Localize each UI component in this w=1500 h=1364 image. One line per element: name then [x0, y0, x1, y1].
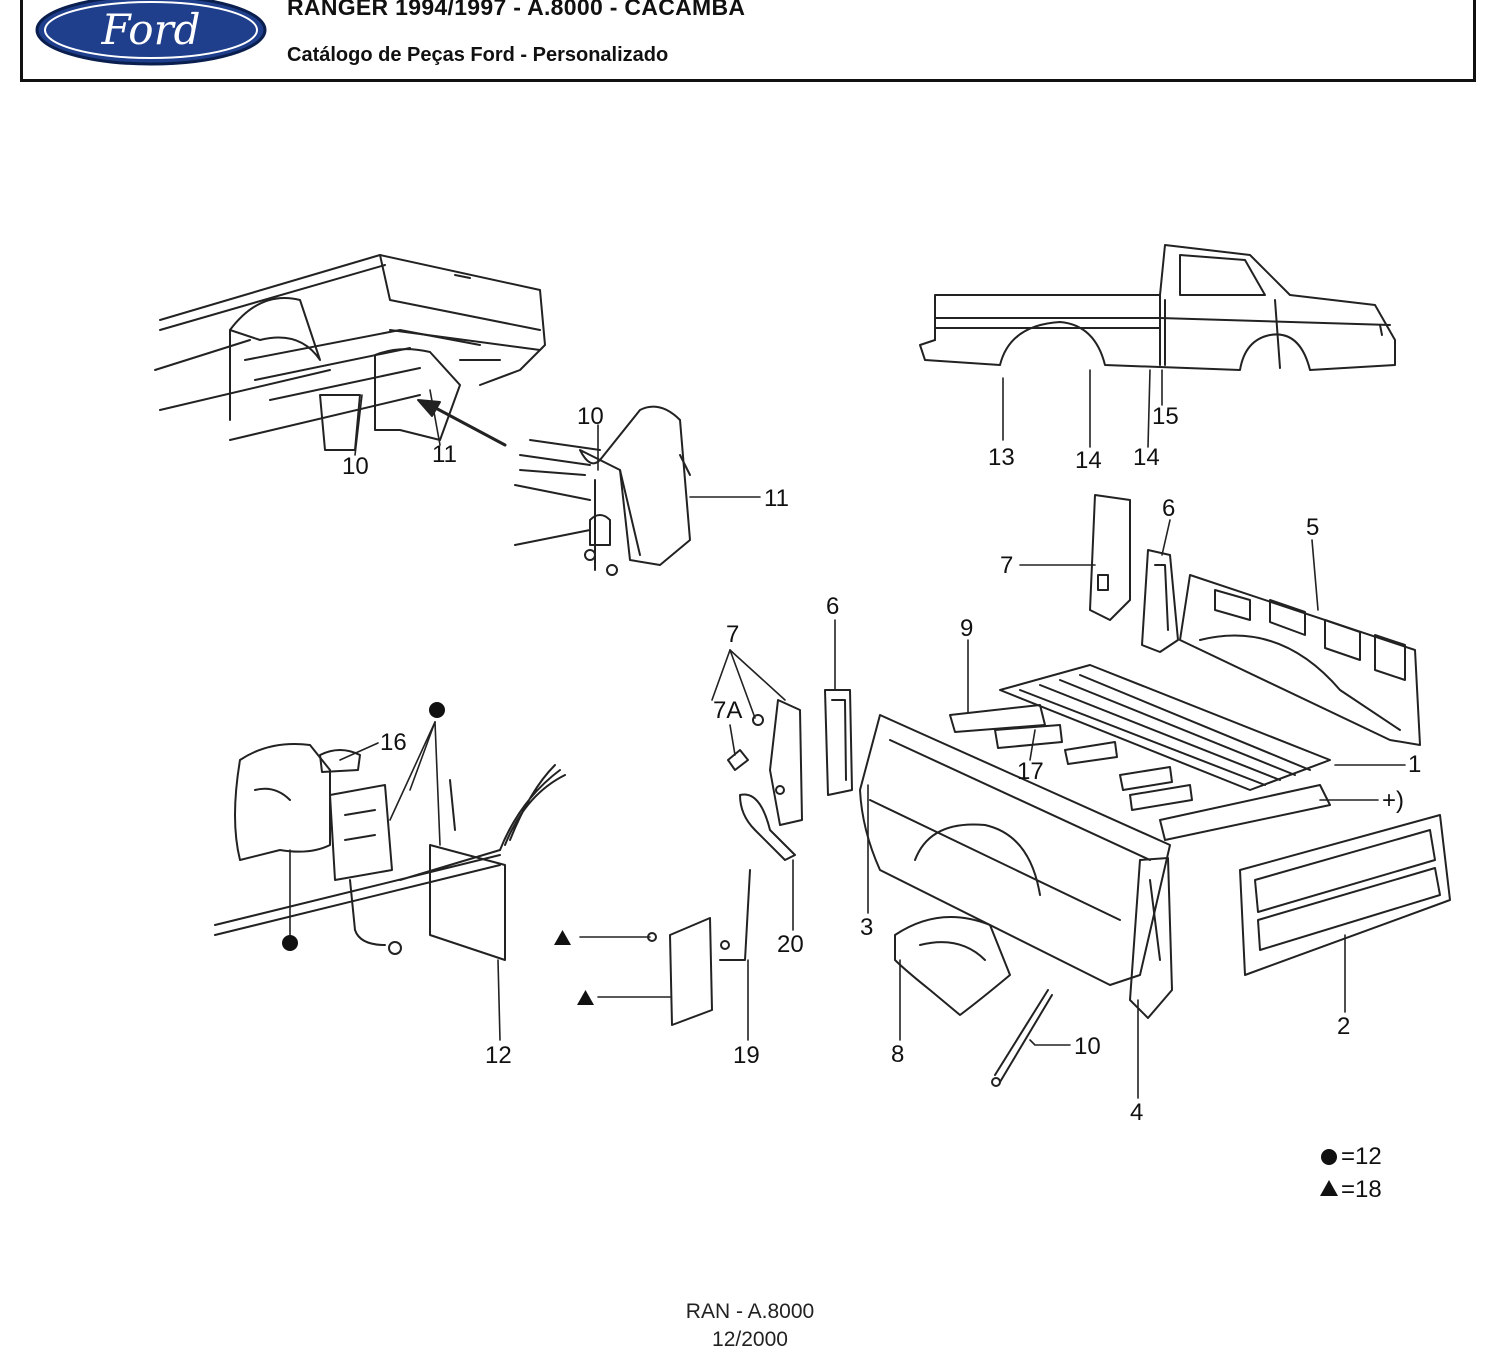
callout-11: 11 — [432, 441, 457, 468]
truck-silhouette — [919, 244, 1396, 371]
insertion-arrow — [428, 403, 507, 447]
callout-16: 16 — [380, 729, 407, 756]
callout-11: 11 — [764, 485, 789, 512]
callout-7a: 7A — [713, 697, 742, 724]
callout-10: 10 — [577, 403, 604, 430]
front-panel-upper — [1089, 494, 1131, 621]
legend-circle-value: =12 — [1341, 1143, 1382, 1170]
bed-floor — [999, 664, 1331, 791]
cross-member-9 — [949, 704, 1046, 733]
callout-14: 14 — [1075, 447, 1102, 474]
callout-15: 15 — [1152, 403, 1179, 430]
legend-triangle-icon — [1320, 1180, 1338, 1196]
front-wall-panel — [1179, 574, 1421, 746]
wheelhouse-brace-detail — [514, 405, 691, 576]
ford-logo: Ford — [35, 0, 267, 66]
rear-sill — [1159, 784, 1331, 841]
strap-20 — [739, 793, 796, 861]
bed-inner-view — [154, 254, 546, 451]
callout-6: 6 — [826, 593, 839, 620]
legend-triangle-value: =18 — [1341, 1176, 1382, 1203]
circle-marker-icon — [282, 935, 298, 951]
bracket-19 — [669, 917, 713, 1026]
triangle-marker-icon — [554, 930, 571, 945]
callout-7: 7 — [1000, 552, 1013, 579]
symbol-legend: =12 =18 — [1320, 1143, 1382, 1203]
callout-plus: +) — [1382, 787, 1404, 814]
brace-10 — [994, 989, 1053, 1083]
legend-circle-icon — [1321, 1149, 1337, 1165]
fuel-filler-assembly — [214, 743, 566, 961]
ford-logo-text: Ford — [100, 5, 200, 54]
callout-19: 19 — [733, 1042, 760, 1069]
callout-3: 3 — [860, 914, 873, 941]
callout-8: 8 — [891, 1041, 904, 1068]
callout-10: 10 — [1074, 1033, 1101, 1060]
page-subtitle: Catálogo de Peças Ford - Personalizado — [287, 44, 669, 66]
catalog-header: Ford RANGER 1994/1997 - A.8000 - CACAMBA… — [20, 0, 1476, 82]
callout-4: 4 — [1130, 1099, 1143, 1126]
callout-17: 17 — [1017, 758, 1044, 785]
leader-lines — [289, 369, 1406, 1099]
footer-code: RAN - A.8000 — [685, 1300, 815, 1323]
post-6 — [824, 689, 853, 796]
wheelhouse-liner — [894, 916, 1011, 1016]
callout-13: 13 — [988, 444, 1015, 471]
circle-marker-icon — [429, 702, 445, 718]
callout-7: 7 — [726, 621, 739, 648]
callout-5: 5 — [1306, 514, 1319, 541]
callout-10: 10 — [342, 453, 369, 480]
tailgate — [1239, 814, 1451, 976]
callout-12: 12 — [485, 1042, 512, 1069]
side-panel — [859, 714, 1171, 986]
callout-14: 14 — [1133, 444, 1160, 471]
footer-date: 12/2000 — [712, 1328, 788, 1351]
callout-9: 9 — [960, 615, 973, 642]
corner-brace-upper — [1141, 549, 1179, 653]
bracket-7 — [769, 699, 803, 826]
corner-post-rear — [1129, 857, 1173, 1019]
callout-1: 1 — [1408, 751, 1421, 778]
callout-20: 20 — [777, 931, 804, 958]
callout-2: 2 — [1337, 1013, 1350, 1040]
page-title: RANGER 1994/1997 - A.8000 - CACAMBA — [287, 0, 746, 20]
callout-6: 6 — [1162, 495, 1175, 522]
triangle-marker-icon — [577, 990, 594, 1005]
cross-member-lower — [994, 724, 1193, 811]
